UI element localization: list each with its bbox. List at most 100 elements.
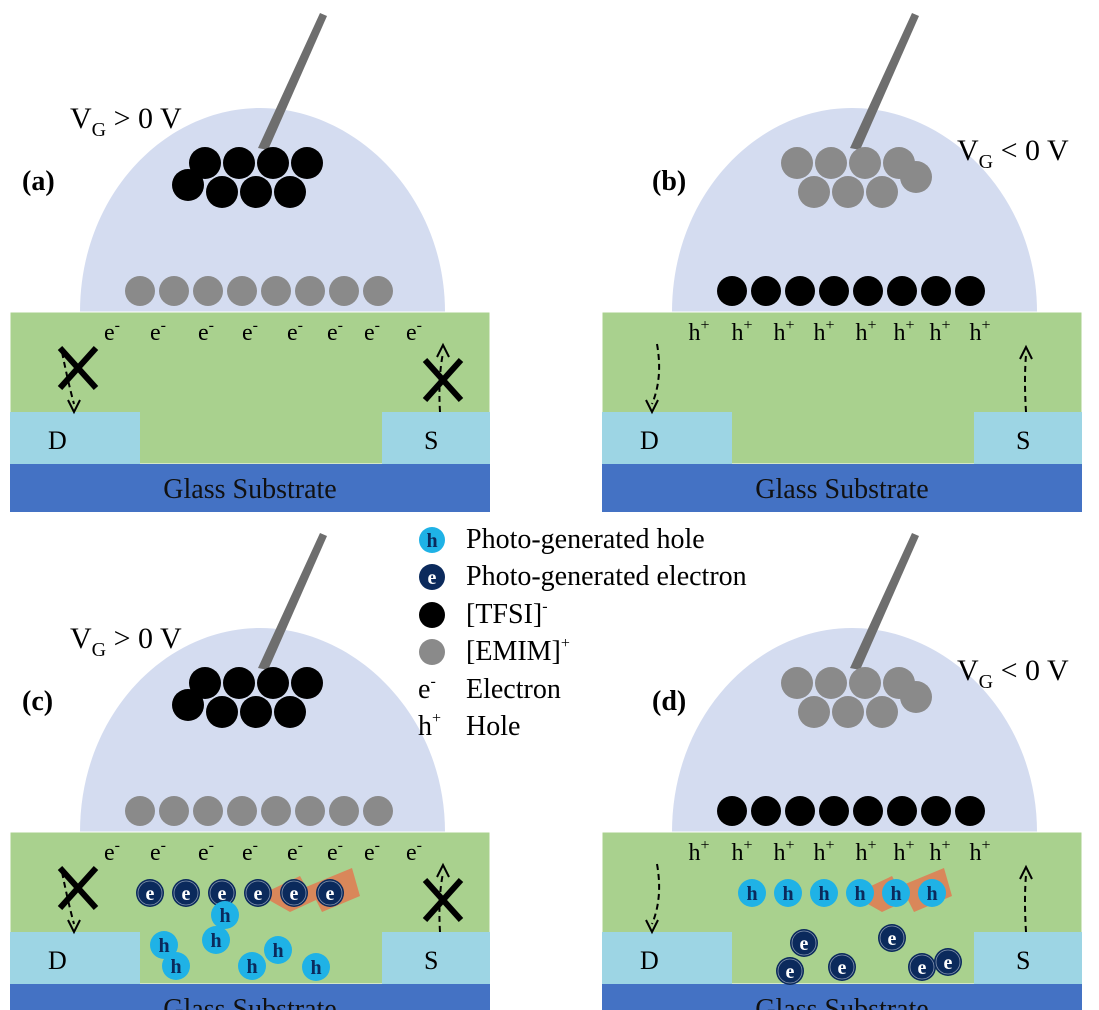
- carrier-label: h+: [893, 837, 914, 866]
- ionic-gel-dome: [672, 628, 1037, 832]
- dashed-arrow-icon: [645, 343, 661, 415]
- ball-letter: h: [854, 883, 865, 905]
- carrier-label: e-: [287, 837, 303, 866]
- glass-substrate: [602, 464, 1082, 512]
- carrier-label: h+: [929, 837, 950, 866]
- carrier-label: h+: [773, 837, 794, 866]
- carrier-label: e-: [364, 317, 380, 346]
- photo-electron: e: [934, 948, 962, 976]
- gate-probe-icon: [258, 13, 327, 150]
- carrier-label: h+: [969, 317, 990, 346]
- legend-hole: Hole: [466, 711, 520, 742]
- carrier-label: h+: [813, 837, 834, 866]
- emim-ion: [227, 796, 257, 826]
- emim-cluster: [781, 147, 932, 208]
- tfsi-ion: [887, 796, 917, 826]
- tfsi-ion: [291, 667, 323, 699]
- tfsi-ion: [921, 276, 951, 306]
- ball-letter: h: [158, 935, 169, 957]
- ball-letter: h: [170, 956, 181, 978]
- gate-probe-icon: [850, 533, 919, 670]
- tfsi-ion: [291, 147, 323, 179]
- tfsi-row: [717, 796, 985, 826]
- drain-electrode: [602, 932, 732, 984]
- tfsi-ion: [955, 796, 985, 826]
- tfsi-ion: [274, 696, 306, 728]
- blocked-cross-icon: [422, 877, 464, 923]
- legend-photo-hole: Photo-generated hole: [466, 524, 705, 555]
- drain-electrode: [10, 932, 140, 984]
- ball-letter: h: [272, 940, 283, 962]
- carrier-label: h+: [813, 317, 834, 346]
- carrier-label: h+: [893, 317, 914, 346]
- ball-letter: e: [218, 883, 227, 905]
- emim-ion: [363, 796, 393, 826]
- emim-ion: [866, 696, 898, 728]
- photo-hole: h: [918, 879, 946, 907]
- photo-hole: h: [264, 936, 292, 964]
- tfsi-ion: [887, 276, 917, 306]
- ball-letter: e: [838, 957, 847, 979]
- substrate-label: Glass Substrate: [755, 474, 928, 505]
- dashed-arrow-icon: [61, 351, 81, 415]
- tfsi-ion: [240, 696, 272, 728]
- legend-tfsi-icon: [419, 602, 445, 628]
- photo-hole: h: [846, 879, 874, 907]
- emim-row: [125, 276, 393, 306]
- photo-electron: e: [790, 929, 818, 957]
- substrate-label: Glass Substrate: [163, 994, 336, 1010]
- ball-letter: e: [146, 883, 155, 905]
- tfsi-ion: [172, 689, 204, 721]
- tfsi-ion: [257, 147, 289, 179]
- emim-ion: [900, 681, 932, 713]
- legend: h Photo-generated hole e Photo-generated el…: [418, 524, 747, 742]
- ball-letter: e: [326, 883, 335, 905]
- panel-letter: (c): [22, 686, 53, 717]
- ball-letter: e: [800, 933, 809, 955]
- legend-photo-electron: Photo-generated electron: [466, 561, 747, 592]
- emim-ion: [781, 667, 813, 699]
- ball-letter: h: [782, 883, 793, 905]
- carrier-label: e-: [364, 837, 380, 866]
- photo-hole: h: [238, 952, 266, 980]
- carrier-label: h+: [688, 317, 709, 346]
- emim-ion: [193, 276, 223, 306]
- drain-label: D: [640, 946, 659, 975]
- photo-hole: h: [150, 931, 178, 959]
- tfsi-ion: [717, 796, 747, 826]
- emim-ion: [849, 147, 881, 179]
- carrier-label: h+: [855, 317, 876, 346]
- tfsi-ion: [223, 147, 255, 179]
- photo-electron: e: [136, 879, 164, 907]
- carrier-label: e-: [327, 837, 343, 866]
- tfsi-ion: [240, 176, 272, 208]
- tfsi-ion: [717, 276, 747, 306]
- source-electrode: [974, 412, 1082, 464]
- carrier-label: h+: [855, 837, 876, 866]
- gate-voltage-label: VG < 0 V: [957, 134, 1069, 173]
- dashed-arrow-icon: [645, 863, 661, 935]
- blocked-cross-icon: [57, 345, 99, 391]
- emim-ion: [125, 796, 155, 826]
- ball-letter: e: [254, 883, 263, 905]
- emim-ion: [900, 161, 932, 193]
- legend-hole-letter: h: [426, 530, 437, 552]
- legend-hole-symbol: h+: [418, 710, 441, 742]
- tfsi-ion: [853, 796, 883, 826]
- ball-letter: h: [746, 883, 757, 905]
- legend-emim: [EMIM]+: [466, 635, 570, 667]
- emim-ion: [832, 176, 864, 208]
- photo-electron: e: [244, 879, 272, 907]
- glass-substrate: [10, 984, 490, 1010]
- source-label: S: [424, 426, 438, 455]
- ionic-gel-dome: [672, 108, 1037, 312]
- emim-ion: [295, 276, 325, 306]
- panel-letter: (a): [22, 166, 55, 197]
- photo-electron: e: [878, 924, 906, 952]
- ball-letter: h: [890, 883, 901, 905]
- gate-probe-icon: [258, 533, 327, 670]
- legend-electron-letter: e: [428, 567, 437, 589]
